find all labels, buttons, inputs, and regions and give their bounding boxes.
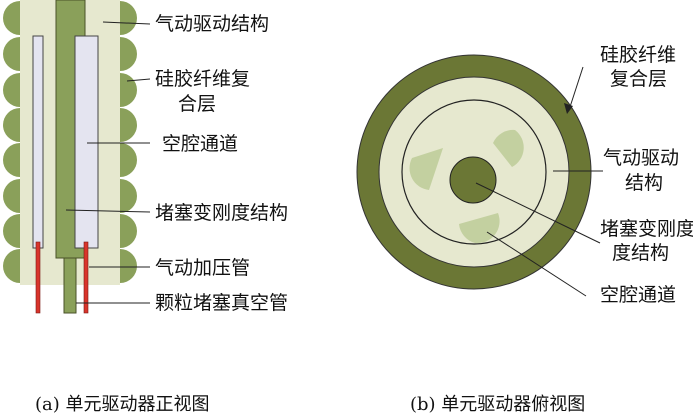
label-pneumatic-drive: 气动驱动结构 [155, 13, 269, 35]
vacuum-tube [63, 257, 77, 314]
caption-front-view: (a) 单元驱动器正视图 [35, 394, 210, 415]
label-top-silicone-2: 复合层 [610, 68, 667, 90]
caption-top-view: (b) 单元驱动器俯视图 [410, 394, 585, 415]
label-top-drive-1: 气动驱动 [603, 147, 679, 169]
cavity-sector-2 [493, 129, 524, 167]
pressure-tube-right [83, 241, 89, 314]
front-view: 气动驱动结构 硅胶纤维复 合层 空腔通道 堵塞变刚度结构 气动加压管 颗粒堵塞真… [3, 0, 288, 415]
cavity-channel-right [74, 35, 99, 249]
label-silicone-fiber-2: 合层 [178, 93, 216, 115]
arrow-head-icon [564, 103, 573, 114]
label-cavity: 空腔通道 [162, 133, 238, 155]
cavity-sector-1 [409, 148, 443, 190]
label-top-cavity: 空腔通道 [600, 284, 676, 306]
label-pressure-tube: 气动加压管 [155, 257, 250, 279]
inner-boundary [401, 99, 547, 245]
leader-lines-top [475, 66, 603, 297]
cavity-sector-3 [459, 213, 500, 244]
label-top-silicone-1: 硅胶纤维 [600, 44, 676, 66]
label-top-jamming-1: 堵塞变刚度 [600, 218, 693, 240]
label-top-jamming-2: 度结构 [612, 242, 669, 264]
label-top-drive-2: 结构 [625, 172, 663, 194]
label-vacuum-tube: 颗粒堵塞真空管 [155, 292, 288, 314]
cavity-channel-left [32, 35, 44, 249]
label-silicone-fiber-1: 硅胶纤维复 [155, 68, 250, 90]
top-view: 硅胶纤维 复合层 气动驱动 结构 堵塞变刚度 度结构 空腔通道 (b) 单元驱动… [356, 44, 693, 415]
jamming-core [449, 156, 497, 204]
leader-lines-front [65, 21, 151, 304]
pressure-tube-left [35, 241, 41, 314]
label-jamming: 堵塞变刚度结构 [155, 202, 288, 224]
